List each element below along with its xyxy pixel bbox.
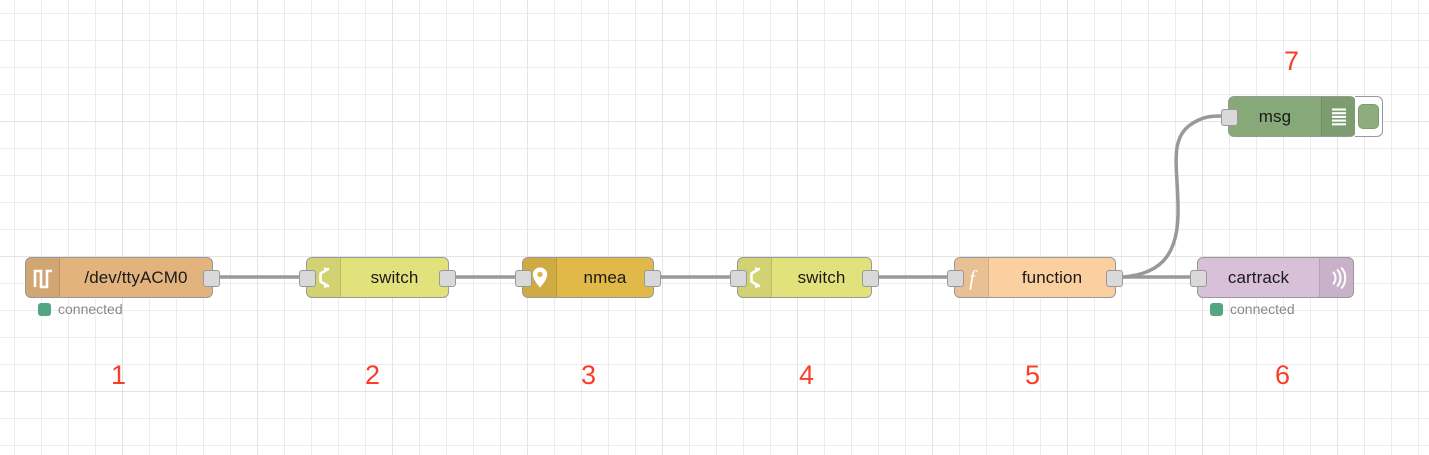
node-cartrack[interactable]: cartrack [1190, 257, 1354, 298]
node-label-cartrack: cartrack [1227, 267, 1290, 287]
node-function[interactable]: f function [947, 257, 1123, 298]
annotation-7: 7 [1284, 46, 1300, 76]
annotation-6: 6 [1275, 360, 1291, 390]
output-port-nmea[interactable] [644, 270, 661, 287]
input-port-switch-2[interactable] [730, 270, 747, 287]
node-nmea[interactable]: nmea [515, 257, 661, 298]
broadcast-icon [1319, 258, 1353, 297]
node-label-switch-1: switch [370, 267, 419, 287]
annotation-2: 2 [365, 360, 381, 390]
annotation-1: 1 [111, 360, 127, 390]
annotation-4: 4 [799, 360, 815, 390]
input-port-debug[interactable] [1221, 109, 1238, 126]
wire-function-to-debug [1121, 114, 1223, 279]
status-text: connected [1230, 301, 1295, 317]
node-label-serial-in: /dev/ttyACM0 [84, 267, 188, 287]
node-status-serial-in: connected [38, 301, 123, 317]
output-port-serial-in[interactable] [203, 270, 220, 287]
debug-toggle-button[interactable] [1355, 96, 1383, 137]
debug-toggle-indicator [1358, 104, 1379, 129]
status-text: connected [58, 301, 123, 317]
status-dot-green [38, 302, 51, 316]
square-wave-icon [26, 258, 60, 297]
node-label-switch-2: switch [797, 267, 846, 287]
input-port-cartrack[interactable] [1190, 270, 1207, 287]
annotation-5: 5 [1025, 360, 1041, 390]
switch-branch-icon [738, 258, 772, 297]
svg-text:f: f [969, 266, 978, 290]
node-status-cartrack: connected [1210, 301, 1295, 317]
node-debug[interactable]: msg [1221, 96, 1383, 137]
input-port-switch-1[interactable] [299, 270, 316, 287]
status-dot-green [1210, 302, 1223, 316]
output-port-function[interactable] [1106, 270, 1123, 287]
input-port-nmea[interactable] [515, 270, 532, 287]
node-label-function: function [1021, 267, 1083, 287]
output-port-switch-2[interactable] [862, 270, 879, 287]
annotation-3: 3 [581, 360, 597, 390]
input-port-function[interactable] [947, 270, 964, 287]
node-switch-2[interactable]: switch [730, 257, 879, 298]
node-label-nmea: nmea [583, 267, 627, 287]
output-port-switch-1[interactable] [439, 270, 456, 287]
node-switch-1[interactable]: switch [299, 257, 456, 298]
debug-lines-icon [1321, 97, 1355, 136]
node-serial-in[interactable]: /dev/ttyACM0 [25, 257, 220, 298]
node-label-debug: msg [1258, 106, 1292, 126]
